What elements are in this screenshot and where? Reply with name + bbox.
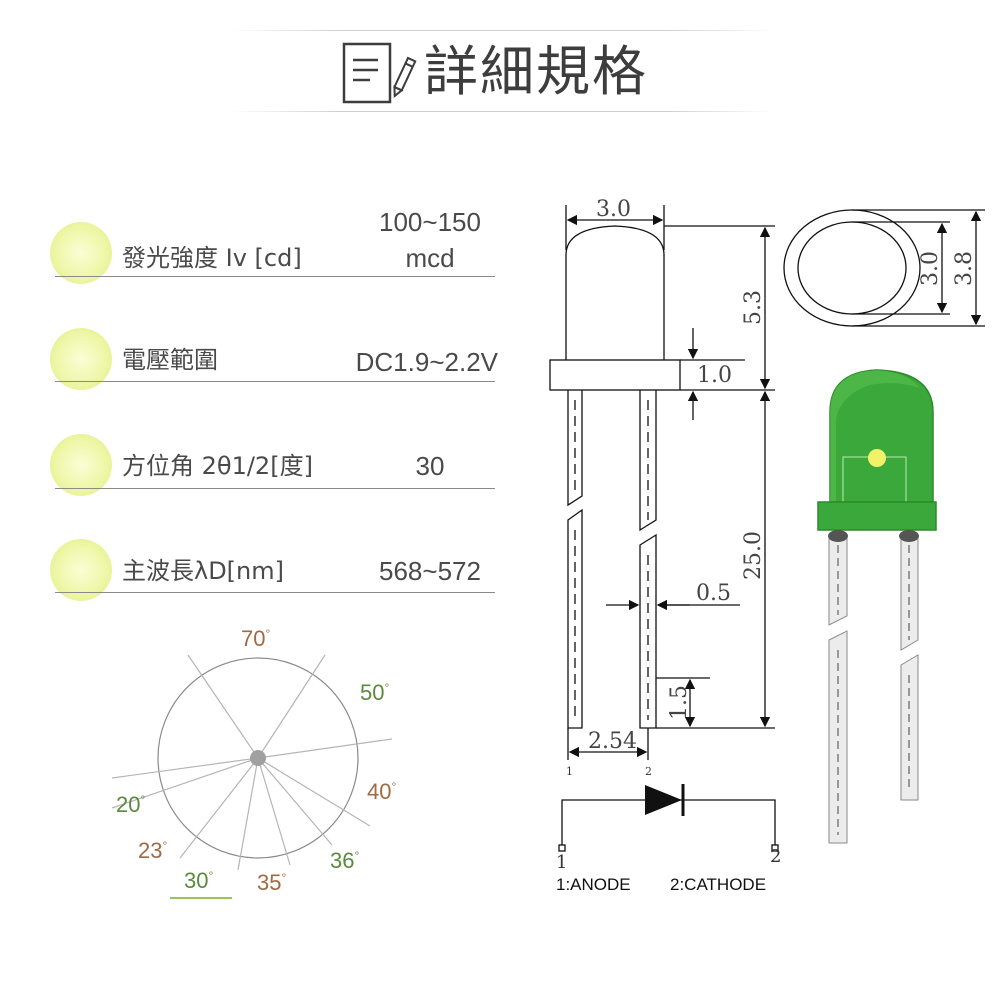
pin-marker-2: 2: [645, 765, 652, 778]
spec-bullet-icon: [50, 539, 112, 601]
dim-body-width: 3.0: [596, 197, 631, 222]
angle-label-30: 30°: [184, 868, 214, 893]
spec-bullet-icon: [50, 328, 112, 390]
cathode-label: 2:CATHODE: [670, 875, 767, 894]
dim-lead-length: 25.0: [741, 531, 766, 580]
spec-divider: [55, 381, 495, 382]
pin-marker-1: 1: [566, 765, 573, 778]
page-title: 詳細規格: [424, 40, 648, 103]
spec-divider: [55, 488, 495, 489]
spec-label: 發光強度 Iv [cd]: [122, 244, 302, 272]
spec-bullet-icon: [50, 434, 112, 496]
angle-label-23: 23°: [138, 838, 168, 863]
angle-label-20: 20°: [116, 792, 146, 817]
dim-lead-tip: 1.5: [667, 685, 692, 720]
header-bottom-rule: [230, 111, 775, 112]
angle-label-40: 40°: [367, 779, 397, 804]
angle-label-36: 36°: [330, 848, 360, 873]
spec-value-line2: mcd: [405, 243, 455, 273]
dim-lead-width: 0.5: [696, 581, 731, 606]
dim-top-inner: 3.0: [918, 251, 943, 286]
angle-label-35: 35°: [257, 870, 287, 895]
spec-row-wavelength: 主波長λD[nm] 568~572: [50, 539, 500, 609]
angle-label-70: 70°: [241, 626, 271, 651]
dim-flange-height: 1.0: [697, 363, 732, 388]
spec-value: DC1.9~2.2V: [355, 347, 498, 377]
schematic-pin-1: 1: [556, 852, 567, 873]
dim-body-height: 5.3: [741, 290, 766, 325]
angle-label-50: 50°: [360, 680, 390, 705]
header-top-rule: [230, 30, 775, 31]
anode-label: 1:ANODE: [556, 875, 631, 894]
spec-label: 主波長λD[nm]: [122, 557, 284, 585]
spec-value-line1: 100~150: [379, 207, 481, 237]
spec-label: 電壓範圍: [122, 346, 218, 374]
spec-row-luminous-intensity: 發光強度 Iv [cd] 100~150 mcd: [50, 207, 500, 292]
schematic-pin-2: 2: [770, 846, 781, 867]
spec-row-viewing-angle: 方位角 2θ1/2[度] 30: [50, 434, 500, 504]
document-pen-icon: [342, 42, 417, 104]
dim-top-outer: 3.8: [952, 251, 977, 286]
spec-label: 方位角 2θ1/2[度]: [122, 452, 313, 480]
dim-pin-pitch: 2.54: [588, 729, 637, 754]
selected-angle-underline: [170, 897, 232, 899]
spec-divider: [55, 592, 495, 593]
spec-value: 30: [415, 451, 445, 481]
spec-bullet-icon: [50, 222, 112, 284]
green-led-illustration: [817, 369, 937, 844]
spec-value: 100~150 mcd: [370, 204, 490, 276]
spec-row-voltage: 電壓範圍 DC1.9~2.2V: [50, 328, 500, 398]
spec-divider: [55, 276, 495, 277]
spec-value: 568~572: [379, 556, 481, 586]
